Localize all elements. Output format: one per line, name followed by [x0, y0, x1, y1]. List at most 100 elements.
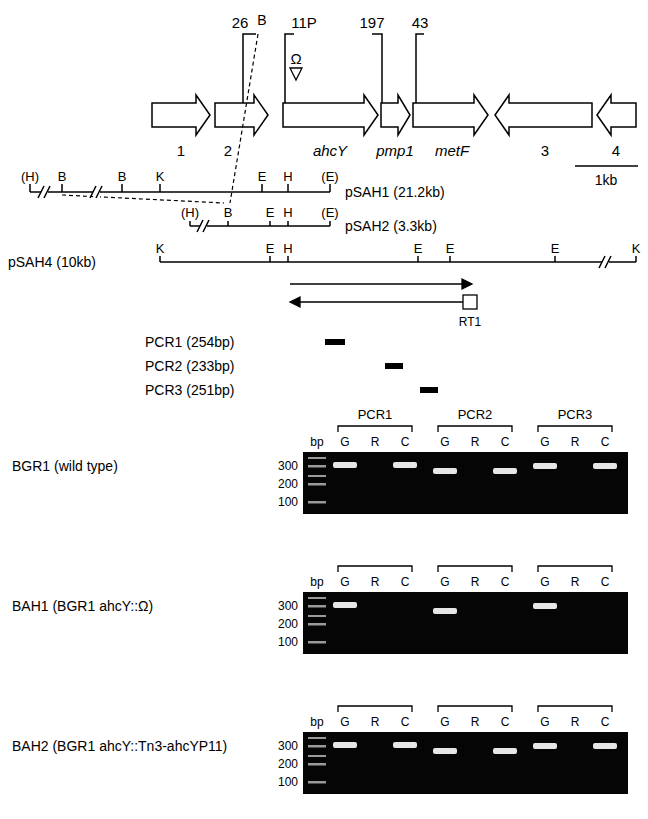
- site-letter: K: [156, 242, 165, 255]
- leader-line: [416, 34, 424, 103]
- arrow-head: [462, 279, 472, 289]
- pcr-band: [433, 468, 457, 474]
- site-letter: (H): [21, 170, 39, 183]
- lane-label: G: [340, 436, 349, 448]
- lane-label: R: [571, 576, 580, 588]
- gene-name: ahcY: [313, 143, 347, 158]
- lane-label: G: [340, 716, 349, 728]
- bands: [333, 462, 617, 474]
- site-letter: K: [632, 242, 641, 255]
- site-letter: E: [446, 242, 455, 255]
- transcript-line: [290, 283, 463, 284]
- callout-number: 197: [359, 15, 384, 30]
- plasmid-name: pSAH4 (10kb): [8, 255, 96, 269]
- strain-name: BAH1 (BGR1 ahcY::Ω): [12, 599, 153, 613]
- lane-label: G: [540, 436, 549, 448]
- gene-arrow: [215, 95, 268, 135]
- lane-bracket: [338, 706, 612, 712]
- pcr-bar: [385, 363, 403, 369]
- lane-label: R: [371, 716, 380, 728]
- dashed-line: [62, 195, 224, 203]
- lane-label: C: [601, 716, 610, 728]
- gene-name: pmp1: [376, 143, 414, 158]
- bands: [333, 602, 557, 614]
- site-letter: H: [283, 206, 292, 219]
- lane-label: C: [401, 716, 410, 728]
- pcr-bars: [325, 339, 438, 393]
- pcr-header: PCR2: [458, 408, 493, 421]
- omega-triangle: [290, 68, 302, 80]
- pcr-band: [593, 463, 617, 469]
- arrow-head: [290, 297, 300, 307]
- scale-label: 1kb: [595, 173, 618, 187]
- gene-arrow: [597, 95, 636, 135]
- pcr-band: [493, 748, 517, 754]
- lane-label: R: [471, 716, 480, 728]
- break-mark: [599, 256, 611, 268]
- size-marker: 100: [278, 496, 298, 508]
- unit-label: bp: [310, 716, 323, 728]
- gene-arrow: [283, 95, 378, 135]
- size-marker: 200: [278, 758, 298, 770]
- ladder-band: [308, 597, 326, 599]
- lane-label: C: [601, 576, 610, 588]
- psah2-map: [190, 220, 330, 232]
- dashed-links: [62, 34, 258, 203]
- pcr-name: PCR1 (254bp): [145, 335, 235, 349]
- break-mark: [38, 186, 50, 198]
- psah4-map: [160, 256, 636, 268]
- pcr-band: [333, 602, 357, 608]
- gel-panel: [303, 566, 628, 654]
- size-marker: 100: [278, 776, 298, 788]
- ladder-band: [308, 623, 326, 626]
- site-letter: B: [224, 206, 233, 219]
- pcr-band: [533, 743, 557, 749]
- ladder-band: [308, 605, 326, 608]
- size-marker: 300: [278, 460, 298, 472]
- break-mark: [197, 220, 209, 232]
- map-line: [160, 261, 636, 263]
- pcr-header: PCR1: [358, 408, 393, 421]
- bands: [333, 742, 617, 754]
- callout-number: 26: [232, 15, 249, 30]
- pcr-bar: [325, 339, 345, 345]
- lane-label: R: [371, 576, 380, 588]
- pcr-name: PCR2 (233bp): [145, 359, 235, 373]
- site-letter: (H): [181, 206, 199, 219]
- pcr-name: PCR3 (251bp): [145, 383, 235, 397]
- site-letter: (E): [321, 206, 338, 219]
- scale-bar: [575, 165, 638, 167]
- lane-label: G: [540, 716, 549, 728]
- lane-label: C: [601, 436, 610, 448]
- callout-number: 43: [412, 15, 429, 30]
- lane-label: G: [540, 576, 549, 588]
- pcr-band: [333, 742, 357, 748]
- site-letter: H: [283, 170, 292, 183]
- callout-number: 11P: [291, 15, 317, 30]
- site-letter: K: [156, 170, 165, 183]
- ladder-band: [308, 501, 326, 504]
- gel-image: [303, 452, 628, 514]
- size-marker: 200: [278, 618, 298, 630]
- ladder-band: [308, 763, 326, 766]
- ladder-band: [308, 465, 326, 468]
- unit-label: bp: [310, 576, 323, 588]
- ladder-band: [308, 745, 326, 748]
- map-line: [190, 225, 330, 227]
- strain-name: BGR1 (wild type): [12, 459, 118, 473]
- plasmid-name: pSAH1 (21.2kb): [345, 185, 445, 199]
- insertion-leaders: [243, 34, 424, 103]
- gene-arrow: [381, 95, 410, 135]
- lane-label: C: [501, 716, 510, 728]
- pcr-band: [493, 468, 517, 474]
- lane-bracket: [338, 566, 612, 572]
- gene-name: metF: [435, 143, 469, 158]
- site-letter: E: [551, 242, 560, 255]
- ladder-band: [308, 457, 326, 459]
- lane-label: G: [440, 436, 449, 448]
- site-letter: B: [118, 170, 127, 183]
- ladder-band: [308, 483, 326, 486]
- gene-name: 3: [541, 143, 549, 158]
